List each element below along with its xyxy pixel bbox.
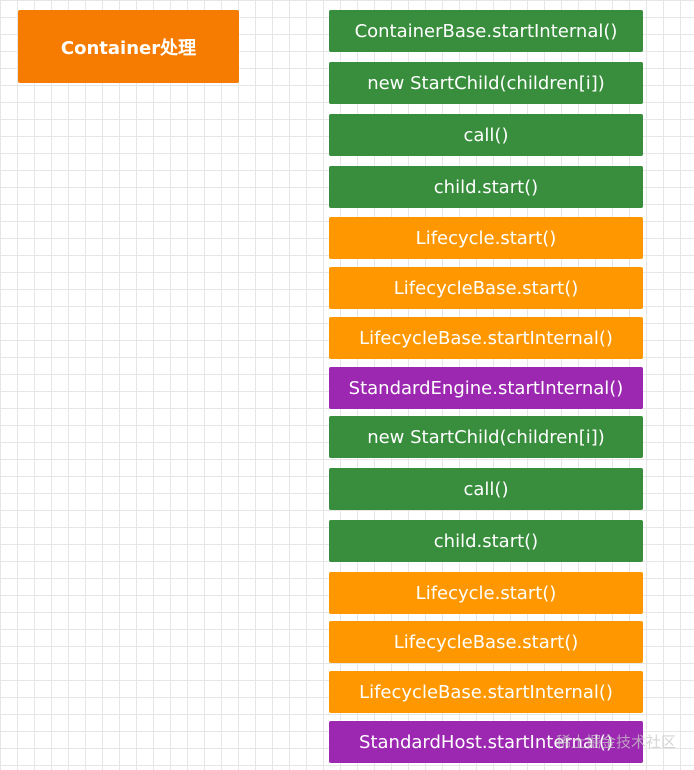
call-step: LifecycleBase.startInternal() [329, 671, 643, 713]
call-step-label: ContainerBase.startInternal() [354, 20, 618, 42]
call-step-label: Lifecycle.start() [415, 582, 557, 604]
call-step-label: LifecycleBase.startInternal() [359, 681, 613, 703]
call-step: new StartChild(children[i]) [329, 62, 643, 104]
call-step: LifecycleBase.startInternal() [329, 317, 643, 359]
call-step: call() [329, 468, 643, 510]
call-step: call() [329, 114, 643, 156]
container-title-box: Container处理 [18, 10, 239, 83]
call-step: ContainerBase.startInternal() [329, 10, 643, 52]
call-step-label: LifecycleBase.start() [393, 631, 579, 653]
call-step-label: new StartChild(children[i]) [367, 426, 605, 448]
call-step-label: LifecycleBase.startInternal() [359, 327, 613, 349]
call-step: StandardEngine.startInternal() [329, 367, 643, 409]
call-step: child.start() [329, 166, 643, 208]
call-step: LifecycleBase.start() [329, 621, 643, 663]
call-step-label: Lifecycle.start() [415, 227, 557, 249]
call-step: new StartChild(children[i]) [329, 416, 643, 458]
call-step: StandardHost.startInternal() [329, 721, 643, 763]
call-step-label: StandardEngine.startInternal() [348, 377, 624, 399]
call-step-label: call() [463, 124, 509, 146]
call-step-label: call() [463, 478, 509, 500]
call-step-label: new StartChild(children[i]) [367, 72, 605, 94]
container-title: Container处理 [60, 37, 197, 59]
call-step-label: LifecycleBase.start() [393, 277, 579, 299]
call-stack: ContainerBase.startInternal() new StartCh… [329, 0, 643, 770]
call-step-label: child.start() [433, 176, 539, 198]
call-step: LifecycleBase.start() [329, 267, 643, 309]
call-step-label: child.start() [433, 530, 539, 552]
call-step: child.start() [329, 520, 643, 562]
call-step-label: StandardHost.startInternal() [359, 731, 613, 753]
call-step: Lifecycle.start() [329, 217, 643, 259]
call-step: Lifecycle.start() [329, 572, 643, 614]
